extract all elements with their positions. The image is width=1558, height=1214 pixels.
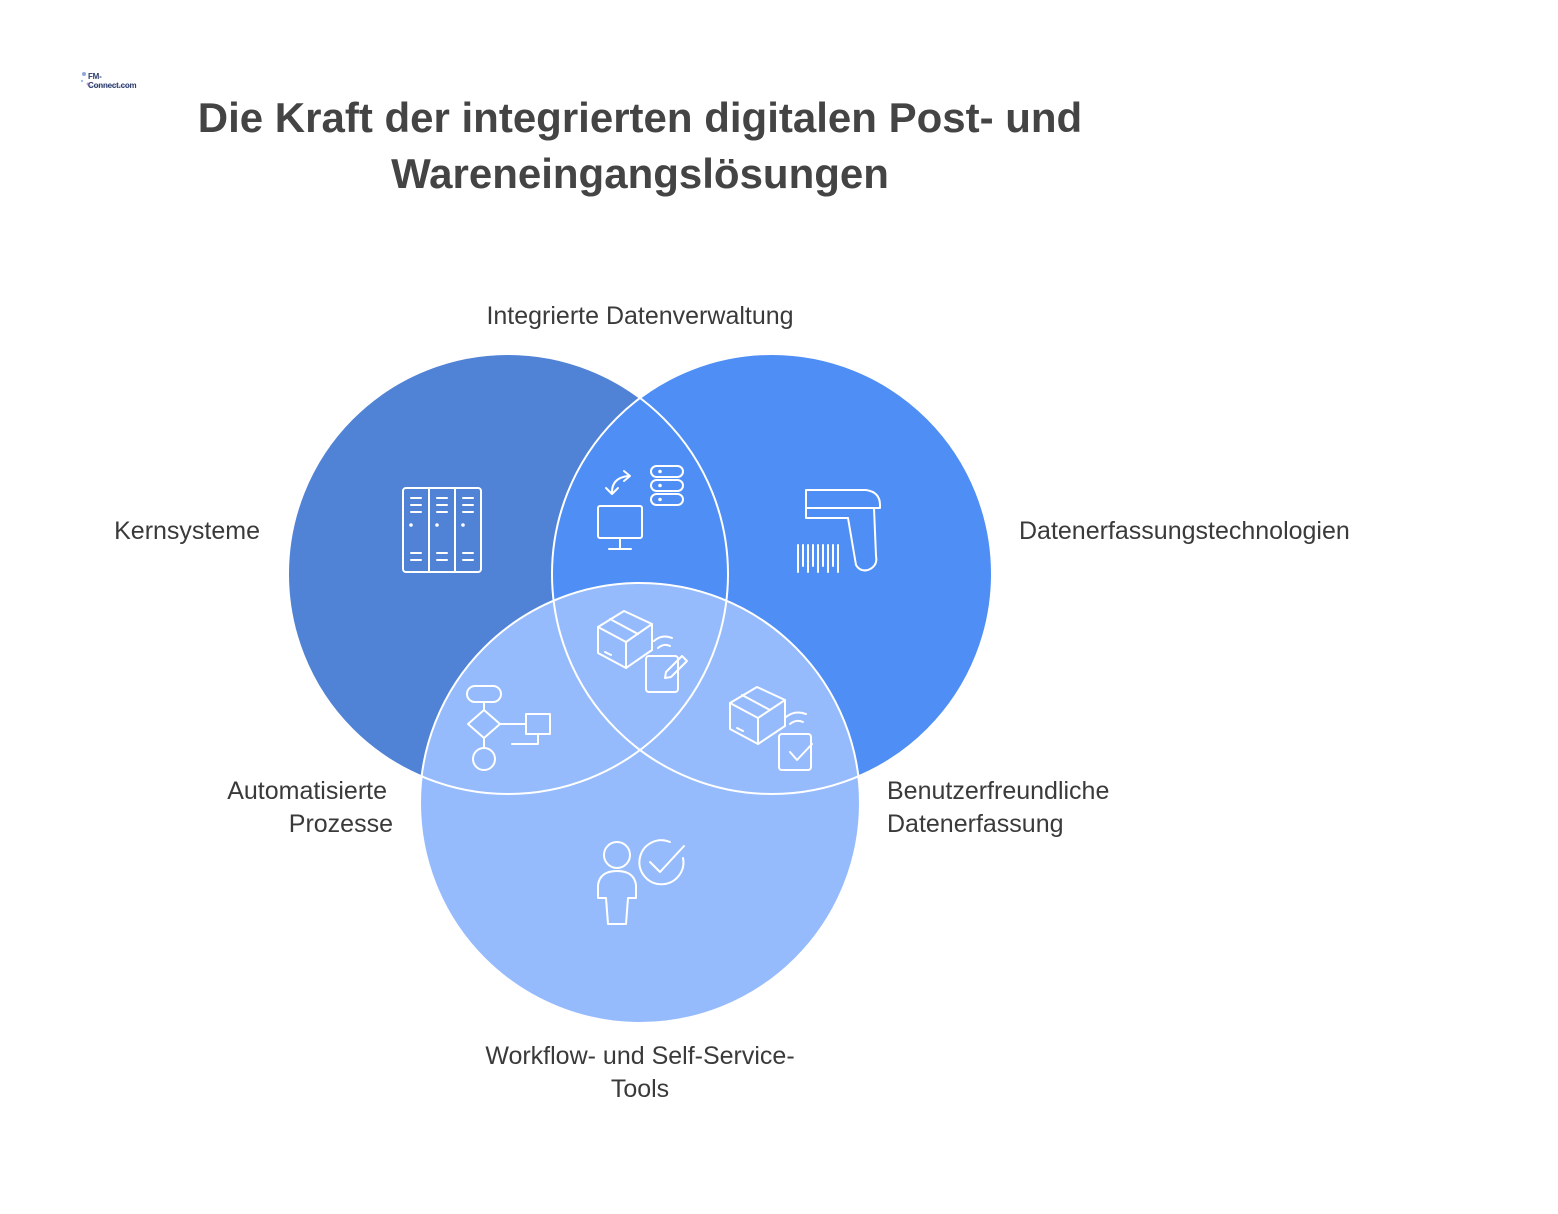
user-check-icon [597,839,685,925]
flowchart-icon [466,685,551,771]
barcode-scanner-icon [797,489,881,573]
monitor-database-sync-icon [597,465,684,550]
title-line-1: Die Kraft der integrierten digitalen Pos… [197,94,1083,141]
label-benutzerfreundliche-datenerfassung-1: Benutzerfreundliche [887,777,1109,805]
label-kernsysteme: Kernsysteme [114,517,260,545]
label-workflow-tools-2: Tools [611,1075,669,1103]
logo-graphic [80,72,130,87]
fm-connect-logo: FM-Connect.com [78,66,138,92]
package-checklist-icon [729,686,813,771]
label-automatisierte-prozesse-1: Automatisierte [227,777,387,805]
page-title: Die Kraft der integrierten digitalen Pos… [140,90,1140,202]
server-cabinet-icon [402,487,482,573]
circle-outlines [287,353,993,1024]
label-automatisierte-prozesse-2: Prozesse [289,810,393,838]
label-benutzerfreundliche-datenerfassung-2: Datenerfassung [887,810,1064,838]
circle-workflow-tools [420,583,860,1023]
label-datenerfassungstechnologien: Datenerfassungstechnologien [1019,517,1350,545]
label-integrierte-datenverwaltung: Integrierte Datenverwaltung [486,302,793,330]
package-edit-icon [597,610,688,693]
label-workflow-tools-1: Workflow- und Self-Service- [485,1042,794,1070]
logo-text: FM-Connect.com [88,72,137,90]
title-line-2: Wareneingangslösungen [391,150,889,197]
